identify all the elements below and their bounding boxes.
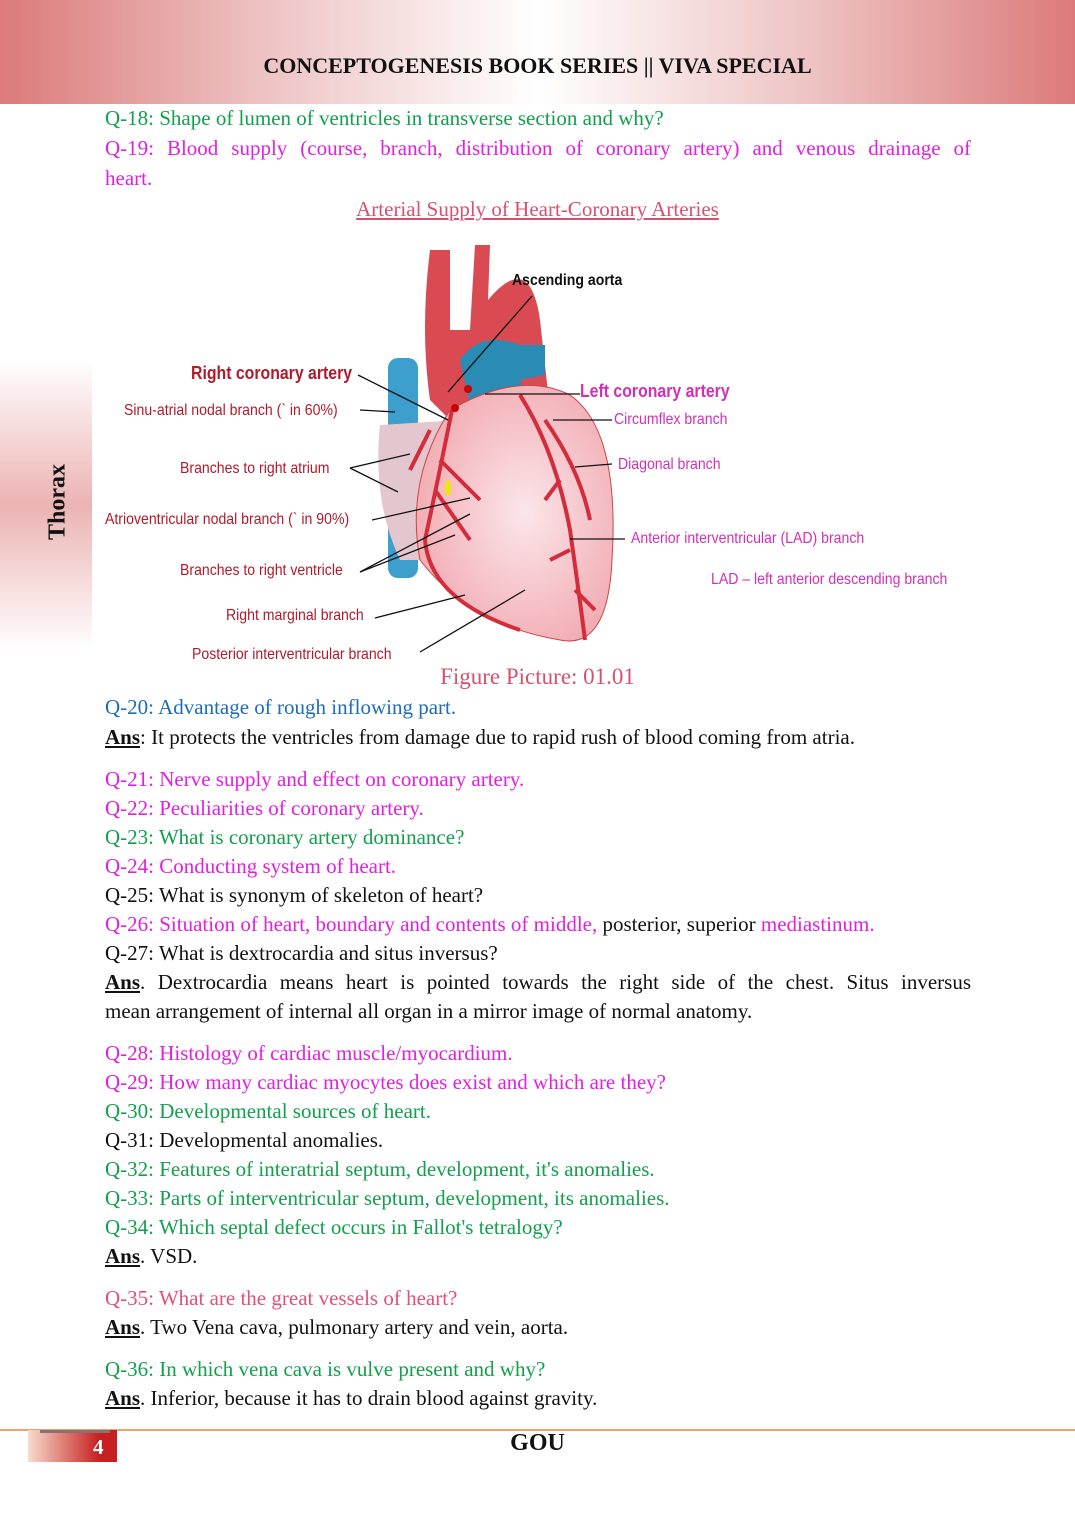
heart-body-shape bbox=[415, 384, 614, 642]
question-19: Q-19: Blood supply (course, branch, dist… bbox=[105, 136, 971, 160]
question-35: Q-35: What are the great vessels of hear… bbox=[105, 1286, 458, 1310]
label-right-atrium-branches: Branches to right atrium bbox=[180, 460, 330, 477]
answer-35: Ans. Two Vena cava, pulmonary artery and… bbox=[105, 1315, 569, 1339]
label-right-coronary-artery: Right coronary artery bbox=[191, 363, 353, 383]
figure-caption: Figure Picture: 01.01 bbox=[440, 664, 635, 689]
page-number-box bbox=[28, 1430, 117, 1462]
label-av-nodal-branch: Atrioventricular nodal branch (` in 90%) bbox=[105, 511, 350, 528]
label-posterior-interventricular-branch: Posterior interventricular branch bbox=[192, 646, 392, 663]
question-28: Q-28: Histology of cardiac muscle/myocar… bbox=[105, 1041, 513, 1065]
label-anterior-interventricular-branch: Anterior interventricular (LAD) branch bbox=[631, 530, 865, 547]
question-21: Q-21: Nerve supply and effect on coronar… bbox=[105, 767, 525, 791]
page-number-accent bbox=[40, 1430, 110, 1433]
question-34: Q-34: Which septal defect occurs in Fall… bbox=[105, 1215, 563, 1239]
question-23: Q-23: What is coronary artery dominance? bbox=[105, 825, 465, 849]
answer-20: Ans: It protects the ventricles from dam… bbox=[105, 725, 855, 749]
label-ascending-aorta: Ascending aorta bbox=[512, 272, 623, 289]
question-30: Q-30: Developmental sources of heart. bbox=[105, 1099, 431, 1123]
page-number: 4 bbox=[93, 1435, 104, 1459]
question-31: Q-31: Developmental anomalies. bbox=[105, 1128, 384, 1152]
question-18: Q-18: Shape of lumen of ventricles in tr… bbox=[105, 106, 664, 130]
answer-27: Ans. Dextrocardia means heart is pointed… bbox=[105, 970, 971, 994]
label-lad-note: LAD – left anterior descending branch bbox=[711, 571, 948, 588]
question-22: Q-22: Peculiarities of coronary artery. bbox=[105, 796, 424, 820]
question-19-cont: heart. bbox=[105, 166, 153, 190]
answer-27-cont: mean arrangement of internal all organ i… bbox=[105, 999, 753, 1023]
label-circumflex-branch: Circumflex branch bbox=[614, 411, 728, 428]
question-33: Q-33: Parts of interventricular septum, … bbox=[105, 1186, 670, 1210]
label-sinu-atrial-branch: Sinu-atrial nodal branch (` in 60%) bbox=[124, 402, 338, 419]
question-32: Q-32: Features of interatrial septum, de… bbox=[105, 1157, 655, 1181]
label-right-ventricle-branches: Branches to right ventricle bbox=[180, 562, 343, 579]
question-29: Q-29: How many cardiac myocytes does exi… bbox=[105, 1070, 666, 1094]
answer-36: Ans. Inferior, because it has to drain b… bbox=[105, 1386, 598, 1410]
label-right-marginal-branch: Right marginal branch bbox=[226, 607, 364, 624]
question-20: Q-20: Advantage of rough inflowing part. bbox=[105, 695, 457, 719]
page-header bbox=[0, 0, 1075, 104]
label-diagonal-branch: Diagonal branch bbox=[618, 456, 721, 473]
question-36: Q-36: In which vena cava is vulve presen… bbox=[105, 1357, 546, 1381]
question-27: Q-27: What is dextrocardia and situs inv… bbox=[105, 941, 498, 965]
pointer-lines bbox=[349, 295, 625, 653]
figure-title: Arterial Supply of Heart-Coronary Arteri… bbox=[356, 197, 719, 221]
header-title: CONCEPTOGENESIS BOOK SERIES || VIVA SPEC… bbox=[263, 53, 812, 78]
footer-divider bbox=[0, 1429, 1075, 1431]
label-left-coronary-artery: Left coronary artery bbox=[580, 381, 730, 401]
question-24: Q-24: Conducting system of heart. bbox=[105, 854, 397, 878]
question-25: Q-25: What is synonym of skeleton of hea… bbox=[105, 883, 484, 907]
side-tab bbox=[0, 360, 92, 650]
footer-text: GOU bbox=[510, 1430, 565, 1456]
coronary-vessels bbox=[408, 393, 597, 641]
answer-label: Ans bbox=[105, 725, 141, 749]
question-26: Q-26: Situation of heart, boundary and c… bbox=[105, 912, 875, 936]
heart-diagram bbox=[349, 245, 625, 653]
answer-34: Ans. VSD. bbox=[105, 1244, 198, 1268]
